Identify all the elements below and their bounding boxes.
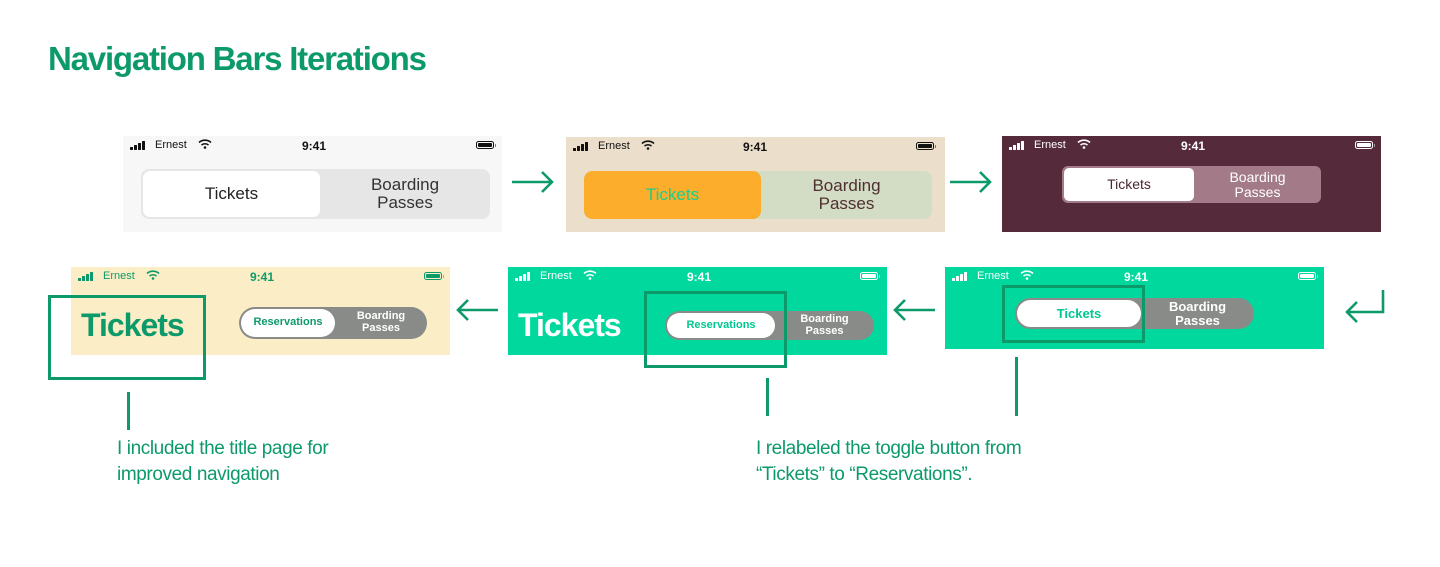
return-arrow-icon	[1345, 290, 1385, 323]
carrier-label: Ernest	[598, 140, 630, 152]
segmented-toggle: Tickets Boarding Passes	[141, 169, 490, 219]
connector-line	[1015, 357, 1018, 416]
signal-icon	[1009, 141, 1024, 150]
segmented-toggle: Reservations Boarding Passes	[239, 307, 427, 339]
annotation-line: improved navigation	[117, 464, 280, 485]
wifi-icon	[146, 270, 160, 280]
segment-boarding-passes[interactable]: Boarding Passes	[812, 176, 881, 213]
status-bar: Ernest 9:41	[508, 267, 887, 287]
annotation-line: “Tickets” to “Reservations”.	[756, 464, 973, 485]
segmented-toggle: Tickets Boarding Passes	[1062, 166, 1321, 203]
nav-bar-iteration-6: Ernest 9:41 Tickets Reservations Boardin…	[71, 267, 450, 355]
battery-icon	[476, 141, 496, 149]
arrow-left-icon	[456, 299, 498, 321]
signal-icon	[130, 141, 145, 150]
wifi-icon	[1020, 270, 1034, 280]
highlight-frame-tickets	[1002, 285, 1145, 343]
segment-boarding-passes[interactable]: Boarding Passes	[370, 175, 440, 212]
segment-tickets[interactable]: Tickets	[1064, 168, 1194, 201]
segment-boarding-passes[interactable]: Boarding Passes	[356, 310, 406, 334]
arrow-right-icon	[950, 171, 992, 193]
status-time: 9:41	[1181, 139, 1206, 153]
carrier-label: Ernest	[540, 270, 572, 282]
battery-icon	[860, 272, 880, 280]
battery-icon	[424, 272, 444, 280]
nav-bar-iteration-2: Ernest 9:41 Tickets Boarding Passes	[566, 137, 945, 232]
wifi-icon	[1077, 139, 1091, 149]
annotation-line: I included the title page for	[117, 438, 329, 459]
carrier-label: Ernest	[1034, 139, 1066, 151]
status-bar: Ernest 9:41	[123, 136, 502, 156]
annotation-relabel-note: I relabeled the toggle button from “Tick…	[756, 436, 1022, 488]
annotation-line: I relabeled the toggle button from	[756, 438, 1022, 459]
battery-icon	[916, 142, 936, 150]
page-title-tickets: Tickets	[81, 307, 185, 343]
page-title-tickets: Tickets	[518, 307, 622, 343]
segment-tickets[interactable]: Tickets	[143, 171, 320, 217]
nav-bar-iteration-4: Ernest 9:41 Tickets Boarding Passes	[945, 267, 1324, 349]
status-time: 9:41	[743, 140, 768, 154]
segmented-toggle: Reservations Boarding Passes	[665, 311, 874, 340]
nav-bar-iteration-1: Ernest 9:41 Tickets Boarding Passes	[123, 136, 502, 232]
arrow-left-icon	[893, 299, 935, 321]
status-bar: Ernest 9:41	[566, 137, 945, 157]
wifi-icon	[198, 139, 212, 149]
signal-icon	[573, 142, 588, 151]
signal-icon	[78, 272, 93, 281]
status-time: 9:41	[687, 270, 712, 284]
segment-boarding-passes[interactable]: Boarding Passes	[800, 312, 849, 337]
connector-line	[127, 392, 130, 430]
nav-bar-iteration-3: Ernest 9:41 Tickets Boarding Passes	[1002, 136, 1381, 232]
status-time: 9:41	[250, 270, 275, 284]
segmented-toggle: Tickets Boarding Passes	[584, 171, 932, 219]
status-bar: Ernest 9:41	[945, 267, 1324, 287]
carrier-label: Ernest	[977, 270, 1009, 282]
segment-reservations[interactable]: Reservations	[667, 313, 775, 338]
segment-tickets[interactable]: Tickets	[584, 171, 761, 219]
wifi-icon	[641, 140, 655, 150]
nav-bar-iteration-5: Ernest 9:41 Tickets Reservations Boardin…	[508, 267, 887, 355]
highlight-frame-reservations	[644, 291, 787, 368]
annotation-title-note: I included the title page for improved n…	[117, 436, 329, 488]
status-bar: Ernest 9:41	[1002, 136, 1381, 156]
segment-boarding-passes[interactable]: Boarding Passes	[1168, 298, 1227, 328]
status-bar: Ernest 9:41	[71, 267, 450, 287]
signal-icon	[952, 272, 967, 281]
battery-icon	[1355, 141, 1375, 149]
status-time: 9:41	[302, 139, 327, 153]
page-title: Navigation Bars Iterations	[48, 40, 427, 77]
wifi-icon	[583, 270, 597, 280]
segment-boarding-passes[interactable]: Boarding Passes	[1229, 168, 1286, 200]
arrow-right-icon	[512, 171, 554, 193]
signal-icon	[515, 272, 530, 281]
segment-tickets[interactable]: Tickets	[1017, 300, 1141, 327]
highlight-frame-title	[48, 295, 206, 380]
battery-icon	[1298, 272, 1318, 280]
carrier-label: Ernest	[103, 270, 135, 282]
segmented-toggle: Tickets Boarding Passes	[1015, 298, 1254, 329]
status-time: 9:41	[1124, 270, 1149, 284]
carrier-label: Ernest	[155, 139, 187, 151]
segment-reservations[interactable]: Reservations	[241, 309, 335, 337]
connector-line	[766, 378, 769, 416]
